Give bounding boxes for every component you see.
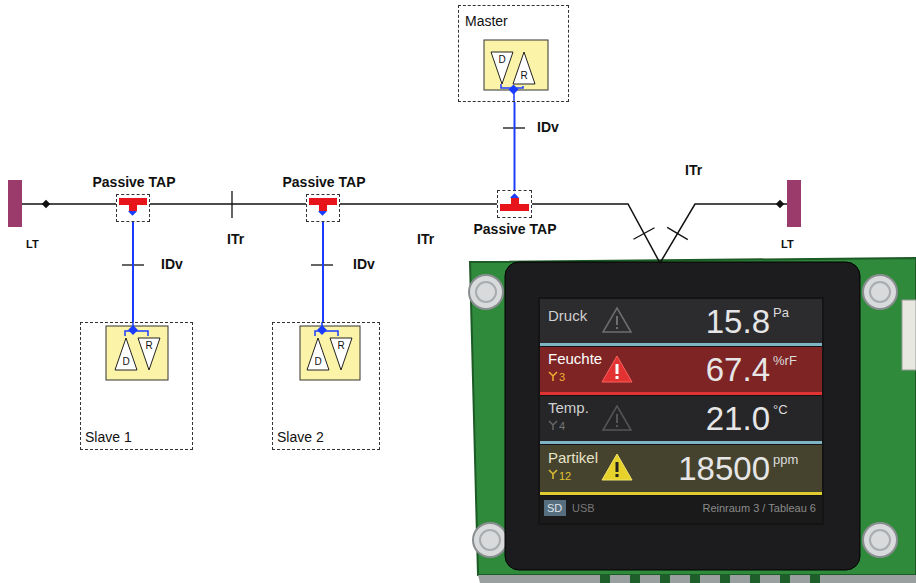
status-tag: SD bbox=[547, 502, 562, 514]
segment-label: IDv bbox=[536, 120, 560, 135]
screen-text: %rF bbox=[773, 354, 797, 368]
triangle-shape bbox=[491, 52, 513, 84]
node-label: Master bbox=[465, 14, 508, 29]
triangle-shape bbox=[330, 338, 352, 370]
display-device bbox=[469, 258, 916, 583]
node-label: R bbox=[137, 340, 161, 351]
receiver-triangle: R bbox=[137, 337, 161, 371]
segment-tick bbox=[122, 128, 688, 265]
screen-text: Pa bbox=[773, 306, 789, 320]
terminator-dot bbox=[42, 200, 784, 208]
transceiver-wiring bbox=[125, 84, 523, 336]
node-label: Slave 1 bbox=[85, 430, 132, 445]
screen-row: Druck 15.8Pa bbox=[540, 299, 822, 343]
slave-box: Slave 1 DR bbox=[80, 322, 193, 450]
screen-text: 21.0 bbox=[706, 401, 770, 437]
triangle-shape bbox=[138, 338, 160, 370]
screen-text: 4 bbox=[559, 420, 565, 432]
screen-row: Feuchte 3 67.4%rF bbox=[540, 347, 822, 391]
receiver-triangle: R bbox=[512, 51, 536, 85]
drop-line bbox=[514, 102, 516, 190]
node-label: LT bbox=[781, 238, 794, 250]
screen-text: 3 bbox=[559, 371, 565, 383]
screen-text: Partikel bbox=[548, 450, 598, 467]
node-label: Passive TAP bbox=[454, 222, 576, 237]
node-label: R bbox=[329, 340, 353, 351]
screen-row: Partikel 12 18500ppm bbox=[540, 446, 822, 490]
screen-text: °C bbox=[773, 403, 788, 417]
screen-text: Druck bbox=[548, 308, 587, 325]
slave-box: Slave 2 DR bbox=[272, 322, 380, 450]
screen-text: 15.8 bbox=[706, 304, 770, 340]
transceiver-box bbox=[106, 326, 168, 380]
segment-label: IDv bbox=[160, 257, 184, 272]
screen-row: Temp. 4 21.0°C bbox=[540, 396, 822, 440]
screen-text: ppm bbox=[773, 453, 798, 467]
node-label: R bbox=[512, 70, 536, 81]
screen-text: 12 bbox=[559, 470, 571, 482]
triangle-shape bbox=[115, 338, 137, 370]
node-label: D bbox=[114, 356, 138, 367]
receiver-triangle: R bbox=[329, 337, 353, 371]
segment-label: ITr bbox=[416, 232, 435, 247]
driver-triangle: D bbox=[306, 337, 330, 371]
screen-text: 18500 bbox=[678, 451, 770, 487]
node-label: LT bbox=[26, 238, 39, 250]
tap-symbol bbox=[119, 198, 529, 211]
master-box: MasterDR bbox=[458, 5, 569, 102]
drop-line bbox=[132, 222, 134, 322]
passive-tap: Passive TAP bbox=[497, 190, 532, 218]
location-text: Reinraum 3 / Tableau 6 bbox=[650, 502, 816, 514]
segment-label: ITr bbox=[226, 232, 245, 247]
passive-tap: Passive TAP bbox=[116, 194, 150, 222]
screen-text: Feuchte bbox=[548, 351, 602, 368]
segment-label: IDv bbox=[352, 257, 376, 272]
status-tag: USB bbox=[572, 502, 595, 514]
node-label: D bbox=[490, 54, 514, 65]
transceiver-box bbox=[300, 326, 360, 380]
bus-line bbox=[340, 203, 497, 205]
bus-line bbox=[532, 204, 787, 263]
bus-line bbox=[22, 203, 116, 205]
driver-triangle: D bbox=[114, 337, 138, 371]
node-label: D bbox=[306, 356, 330, 367]
node-label: Slave 2 bbox=[277, 430, 324, 445]
triangle-shape bbox=[513, 52, 535, 84]
passive-tap: Passive TAP bbox=[306, 194, 340, 222]
bus-line bbox=[150, 203, 306, 205]
triangle-shape bbox=[307, 338, 329, 370]
drop-line bbox=[322, 222, 324, 322]
node-label: Passive TAP bbox=[73, 175, 195, 190]
line-terminator: LT bbox=[787, 180, 801, 227]
transceiver-box bbox=[484, 40, 548, 90]
screen-text: 67.4 bbox=[706, 352, 770, 388]
node-label: Passive TAP bbox=[263, 175, 385, 190]
line-terminator: LT bbox=[8, 180, 22, 227]
segment-label: ITr bbox=[684, 163, 703, 178]
driver-triangle: D bbox=[490, 51, 514, 85]
screen-text: Temp. bbox=[548, 400, 589, 417]
junction-dots bbox=[128, 85, 519, 335]
